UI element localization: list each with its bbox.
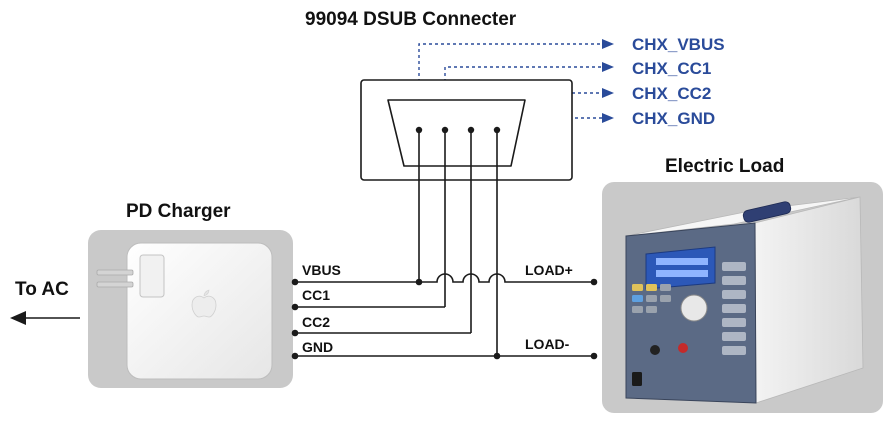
load-display-readout bbox=[656, 270, 708, 277]
arrow-right-icon bbox=[602, 113, 614, 123]
load-side-keys bbox=[722, 262, 746, 355]
node-gnd-charger bbox=[291, 352, 299, 360]
arrow-right-icon bbox=[602, 88, 614, 98]
load-handle bbox=[742, 201, 792, 223]
wire-label-vbus: VBUS bbox=[302, 262, 341, 278]
apple-logo-icon bbox=[191, 289, 217, 318]
pd-charger-title: PD Charger bbox=[126, 201, 231, 222]
node-vbus-junction bbox=[415, 278, 423, 286]
wiring bbox=[291, 130, 598, 360]
node-vbus-charger bbox=[291, 278, 299, 286]
load-minus-label: LOAD- bbox=[525, 336, 570, 352]
channel-labels: CHX_VBUS CHX_CC1 CHX_CC2 CHX_GND bbox=[632, 35, 725, 128]
electric-load-title: Electric Load bbox=[665, 156, 784, 177]
channel-label-vbus: CHX_VBUS bbox=[632, 35, 725, 54]
charger-plug-slot bbox=[139, 254, 165, 298]
node-cc2-charger bbox=[291, 329, 299, 337]
load-terminal-negative bbox=[650, 345, 660, 355]
wire-label-gnd: GND bbox=[302, 339, 333, 355]
arrow-right-icon bbox=[602, 39, 614, 49]
load-buttons bbox=[632, 284, 671, 313]
dsub-connector-title: 99094 DSUB Connecter bbox=[305, 9, 517, 30]
channel-label-cc1: CHX_CC1 bbox=[632, 59, 711, 78]
load-knob bbox=[680, 294, 708, 322]
wire-vbus bbox=[295, 273, 594, 283]
load-power-switch bbox=[632, 372, 642, 386]
channel-label-gnd: CHX_GND bbox=[632, 109, 715, 128]
wire-label-cc1: CC1 bbox=[302, 287, 330, 303]
node-gnd-junction bbox=[493, 352, 501, 360]
arrow-left-icon bbox=[10, 311, 80, 325]
load-plus-label: LOAD+ bbox=[525, 262, 573, 278]
load-terminal-positive bbox=[678, 343, 688, 353]
arrow-right-icon bbox=[602, 62, 614, 72]
electric-load bbox=[602, 182, 883, 413]
power-plug-icon bbox=[96, 269, 134, 288]
dash-vbus bbox=[418, 43, 604, 130]
wire-label-cc2: CC2 bbox=[302, 314, 330, 330]
load-display-readout bbox=[656, 258, 708, 265]
dsub-shell bbox=[387, 99, 526, 167]
wire-labels: VBUS CC1 CC2 GND LOAD+ LOAD- bbox=[302, 262, 573, 355]
load-display bbox=[645, 246, 716, 290]
channel-label-cc2: CHX_CC2 bbox=[632, 84, 711, 103]
node-cc1-charger bbox=[291, 303, 299, 311]
dsub-connector bbox=[360, 79, 573, 181]
to-ac-label: To AC bbox=[15, 279, 69, 300]
node-load-plus bbox=[590, 278, 598, 286]
pd-charger bbox=[88, 230, 293, 388]
node-load-minus bbox=[590, 352, 598, 360]
load-side-face bbox=[754, 196, 864, 404]
